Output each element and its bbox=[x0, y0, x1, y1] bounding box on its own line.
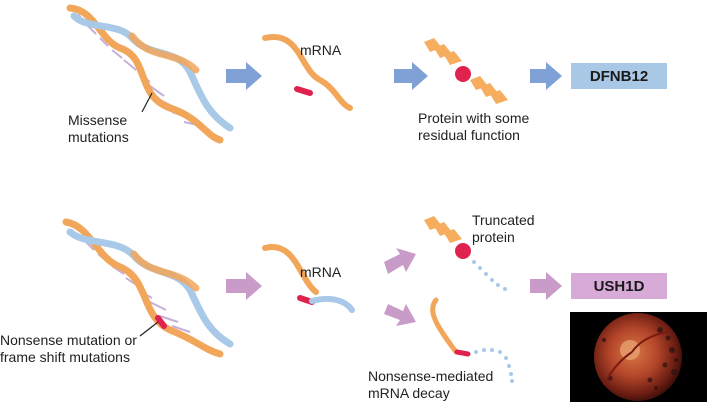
outcome-ush1d: USH1D bbox=[571, 273, 667, 299]
nonsense-label-line1: Nonsense mutation or bbox=[0, 332, 137, 348]
arrow-top-3 bbox=[530, 62, 562, 90]
truncated-protein-label: Truncated protein bbox=[472, 212, 535, 246]
protein-residual-label: Protein with some residual function bbox=[418, 110, 529, 144]
arrow-top-2 bbox=[394, 62, 428, 90]
decaying-mrna bbox=[430, 297, 514, 383]
mrna-bottom bbox=[262, 243, 355, 313]
truncated-label-line2: protein bbox=[472, 229, 515, 245]
nmd-label-line1: Nonsense-mediated bbox=[368, 368, 494, 384]
outcome-dfnb12: DFNB12 bbox=[571, 63, 667, 89]
arrow-bottom-up bbox=[384, 248, 416, 274]
mrna-label-top: mRNA bbox=[300, 42, 342, 58]
mrna-top bbox=[262, 33, 353, 111]
truncated-protein bbox=[424, 216, 507, 291]
dna-helix-top bbox=[66, 4, 234, 144]
nmd-label: Nonsense-mediated mRNA decay bbox=[368, 368, 493, 402]
missense-label-line2: mutations bbox=[68, 129, 129, 145]
nmd-label-line2: mRNA decay bbox=[368, 385, 450, 401]
arrow-top-1 bbox=[226, 62, 262, 90]
retina-fundus-image bbox=[570, 312, 707, 402]
arrow-bottom-3 bbox=[530, 272, 562, 300]
missense-label: Missense mutations bbox=[68, 112, 129, 146]
nonsense-label-line2: frame shift mutations bbox=[0, 349, 130, 365]
arrow-bottom-1 bbox=[226, 272, 262, 300]
truncated-label-line1: Truncated bbox=[472, 212, 535, 228]
arrow-bottom-down bbox=[384, 304, 416, 326]
mrna-label-bottom: mRNA bbox=[300, 264, 342, 280]
dna-helix-bottom bbox=[62, 218, 234, 358]
nonsense-label: Nonsense mutation or frame shift mutatio… bbox=[0, 332, 137, 366]
protein-residual-line2: residual function bbox=[418, 127, 520, 143]
protein-chain-top bbox=[424, 38, 508, 104]
missense-label-line1: Missense bbox=[68, 112, 128, 128]
protein-residual-line1: Protein with some bbox=[418, 110, 530, 126]
